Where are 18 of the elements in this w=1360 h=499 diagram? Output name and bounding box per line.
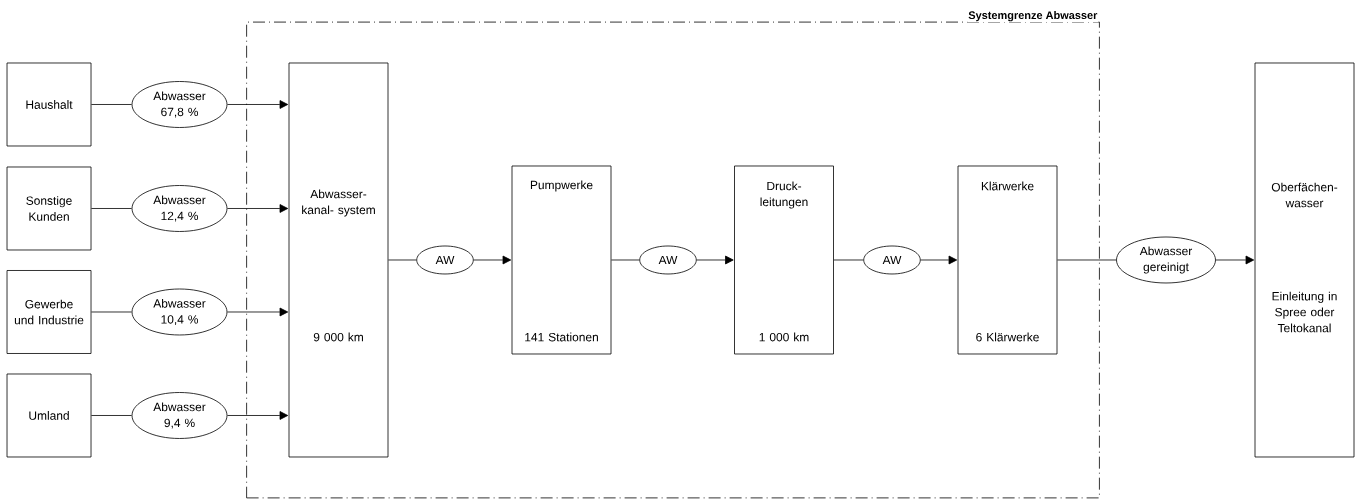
arrow [696,255,734,265]
process-box: Gewerbe und Industrie [6,270,92,354]
arrow [1215,255,1255,265]
process-box: Oberfächen- wasser Einleitung in Spree oder Teltokanal [1254,62,1355,458]
process-box: Pumpwerke 141 Stationen [511,165,612,355]
process-box: Abwasser- kanal- system 9 000 km [288,62,389,458]
process-box: Umland [6,373,92,458]
arrow [227,411,289,420]
node-label: Systemgrenze Abwasser [968,11,1098,22]
arrow [227,204,289,213]
process-box: Druck- leitungen 1 000 km [734,165,834,355]
arrow [473,255,512,265]
process-box: Haushalt [6,62,92,147]
arrow [227,100,289,109]
arrow [227,307,289,317]
process-box: Sonstige Kunden [6,166,92,251]
arrow [920,255,958,265]
process-box: Klärwerke 6 Klärwerke [957,165,1058,355]
